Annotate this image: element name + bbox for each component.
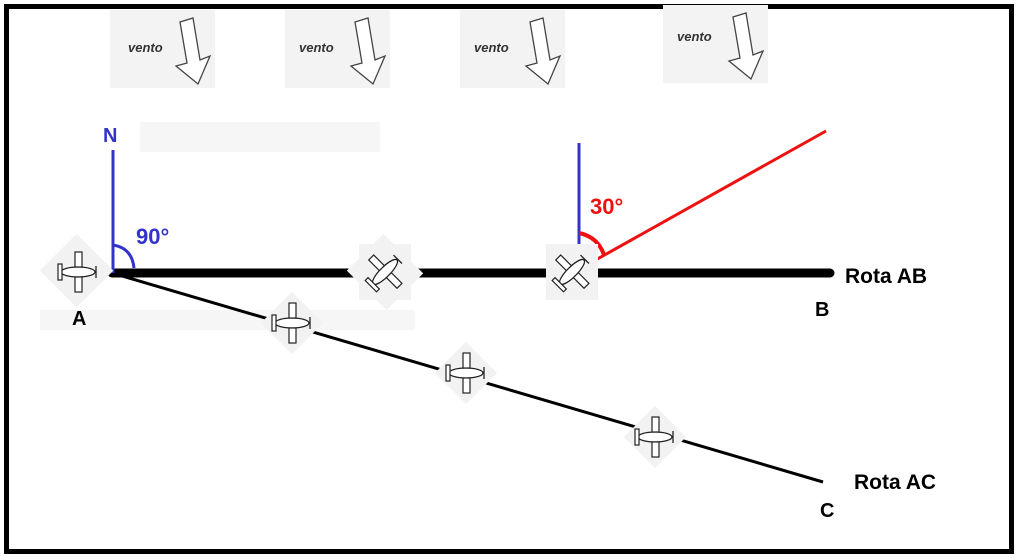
airplane-icon	[543, 244, 600, 301]
route-ac-label: Rota AC	[854, 471, 936, 494]
route-ab-label: Rota AB	[845, 265, 927, 288]
airplane-icon	[260, 291, 324, 355]
point-b-label: B	[815, 299, 829, 321]
point-a-label: A	[72, 308, 86, 330]
airplane-icon	[39, 233, 114, 308]
airplane-icon	[346, 233, 424, 311]
wind-indicator: vento	[662, 4, 769, 84]
wind-indicator: vento	[284, 9, 391, 89]
background-patch	[140, 122, 380, 152]
angle-arc-a	[112, 243, 136, 269]
background-patch	[40, 310, 415, 330]
wind-label: vento	[474, 40, 509, 55]
angle-arc-b	[578, 231, 606, 256]
heading-line	[591, 129, 827, 264]
angle-label-b: 30°	[590, 194, 623, 219]
point-c-label: C	[820, 500, 834, 522]
airplane-icon	[434, 341, 498, 405]
diagram-frame	[4, 4, 1014, 554]
wind-label: vento	[677, 29, 712, 44]
wind-indicator: vento	[459, 9, 566, 89]
angle-label-a: 90°	[136, 224, 169, 249]
north-label: N	[103, 125, 117, 147]
wind-label: vento	[299, 40, 334, 55]
airplane-icon	[623, 405, 687, 469]
wind-indicator: vento	[109, 9, 216, 89]
wind-label: vento	[128, 40, 163, 55]
